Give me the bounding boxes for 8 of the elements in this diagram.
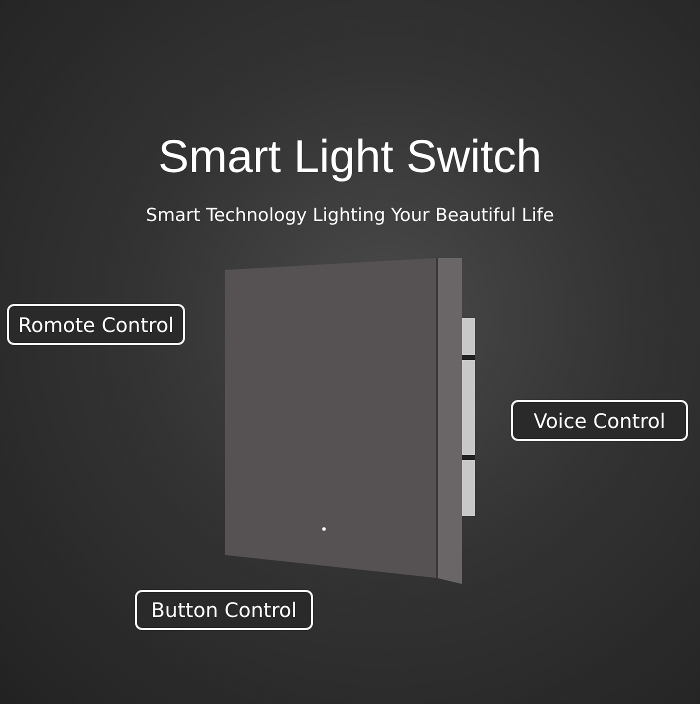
feature-label-box <box>511 400 688 441</box>
feature-label: Voice Control <box>534 408 666 432</box>
title: Smart Light Switch <box>157 129 543 184</box>
feature-label-box <box>135 590 313 630</box>
feature-label: Romote Control <box>18 312 174 336</box>
feature-label-box <box>7 304 185 345</box>
subtitle: Smart Technology Lighting Your Beautiful Life <box>144 204 556 228</box>
feature-label: Button Control <box>151 598 297 622</box>
